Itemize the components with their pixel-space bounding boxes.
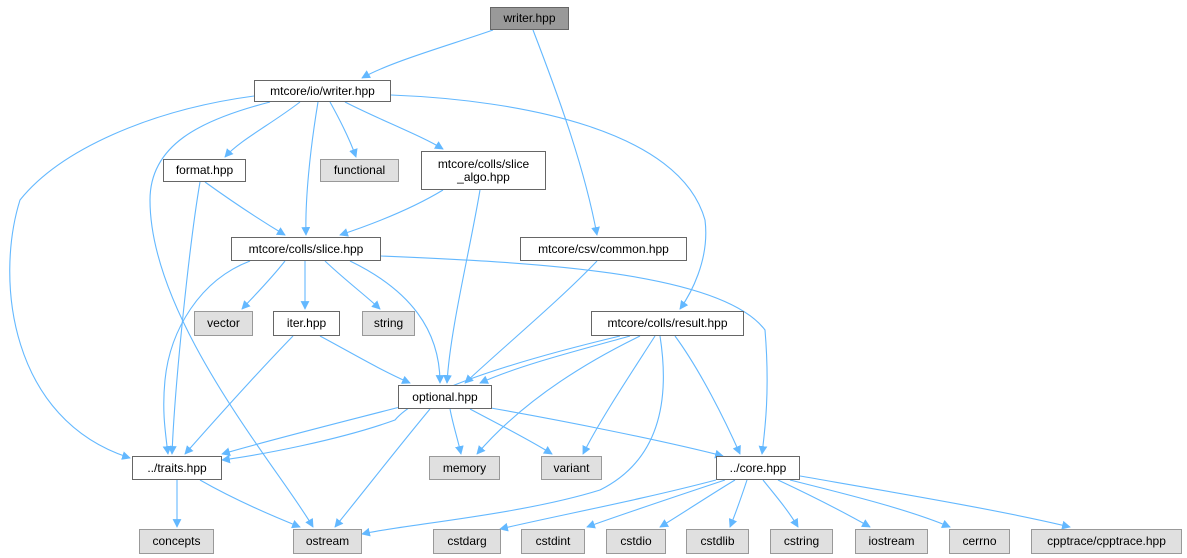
edge-format-to-slice bbox=[204, 181, 286, 236]
edge-io-writer-to-slice-algo bbox=[344, 101, 444, 150]
edge-slice-to-optional bbox=[349, 260, 445, 384]
edge-slice-to-traits bbox=[162, 260, 251, 455]
node-mtcore-colls-result-hpp[interactable]: mtcore/colls/result.hpp bbox=[591, 311, 744, 336]
node-mtcore-io-writer-hpp[interactable]: mtcore/io/writer.hpp bbox=[254, 80, 391, 102]
node-cstring: cstring bbox=[770, 529, 833, 554]
node-mtcore-csv-common-hpp[interactable]: mtcore/csv/common.hpp bbox=[520, 237, 687, 261]
edge-result-to-optional bbox=[479, 335, 631, 384]
node-optional-hpp[interactable]: optional.hpp bbox=[398, 385, 492, 409]
slice-algo-label-line2: _algo.hpp bbox=[457, 169, 510, 184]
edge-format-to-traits bbox=[167, 181, 201, 455]
node-cstdio: cstdio bbox=[606, 529, 666, 554]
edge-io-writer-to-ostream bbox=[149, 101, 314, 528]
node-iter-hpp[interactable]: iter.hpp bbox=[273, 311, 340, 336]
edge-core-to-cerrno bbox=[789, 479, 951, 528]
edge-core-to-cstdarg bbox=[499, 479, 717, 532]
edge-optional-to-traits bbox=[221, 406, 401, 457]
edge-io-writer-to-traits bbox=[9, 95, 255, 460]
node-cstdarg: cstdarg bbox=[433, 529, 501, 554]
edge-slice-to-string bbox=[324, 260, 381, 310]
node-mtcore-colls-slice-hpp[interactable]: mtcore/colls/slice.hpp bbox=[231, 237, 381, 261]
node-ostream: ostream bbox=[293, 529, 362, 554]
edge-result-to-traits bbox=[221, 335, 621, 464]
node-format-hpp[interactable]: format.hpp bbox=[163, 159, 246, 182]
node-traits-hpp[interactable]: ../traits.hpp bbox=[132, 456, 222, 480]
node-memory: memory bbox=[429, 456, 500, 480]
edge-core-to-iostream bbox=[777, 479, 871, 528]
node-concepts: concepts bbox=[139, 529, 214, 554]
node-cpptrace-hpp: cpptrace/cpptrace.hpp bbox=[1031, 529, 1182, 554]
edge-io-writer-to-functional bbox=[329, 101, 358, 158]
edge-core-to-cpptrace bbox=[799, 475, 1071, 530]
node-functional: functional bbox=[320, 159, 399, 182]
edge-io-writer-to-slice bbox=[301, 101, 319, 236]
edge-result-to-memory bbox=[476, 335, 641, 455]
edge-iter-to-traits bbox=[184, 335, 294, 455]
edge-slice-algo-to-optional bbox=[443, 189, 481, 384]
edge-csv-common-to-optional bbox=[464, 260, 598, 384]
edge-slice-to-core bbox=[380, 255, 768, 455]
edge-core-to-cstdio bbox=[659, 479, 736, 528]
edge-result-to-core bbox=[674, 335, 741, 455]
node-core-hpp[interactable]: ../core.hpp bbox=[716, 456, 800, 480]
edge-core-to-cstdlib bbox=[728, 479, 748, 528]
edge-result-to-ostream bbox=[361, 335, 664, 537]
node-vector: vector bbox=[194, 311, 253, 336]
node-cerrno: cerrno bbox=[949, 529, 1010, 554]
node-string: string bbox=[362, 311, 415, 336]
edge-optional-to-variant bbox=[469, 408, 553, 455]
edge-slice-algo-to-slice bbox=[339, 189, 444, 237]
edge-io-writer-to-result bbox=[390, 94, 707, 310]
edge-io-writer-to-format bbox=[224, 101, 301, 158]
node-cstdint: cstdint bbox=[521, 529, 585, 554]
edge-writer-to-io-writer bbox=[361, 29, 494, 79]
edge-optional-to-memory bbox=[449, 408, 464, 455]
node-mtcore-colls-slice-algo-hpp[interactable]: mtcore/colls/slice _algo.hpp bbox=[421, 151, 546, 190]
edge-writer-to-csv-common bbox=[532, 29, 600, 236]
slice-algo-label-line1: mtcore/colls/slice bbox=[437, 156, 530, 171]
node-writer-hpp: writer.hpp bbox=[490, 7, 569, 30]
node-iostream: iostream bbox=[855, 529, 928, 554]
edge-core-to-cstdint bbox=[586, 479, 726, 529]
edge-iter-to-optional bbox=[319, 335, 411, 384]
edge-optional-to-core bbox=[484, 406, 724, 459]
edge-core-to-cstring bbox=[762, 479, 799, 528]
node-cstdlib: cstdlib bbox=[686, 529, 749, 554]
edge-result-to-variant bbox=[582, 335, 656, 455]
node-variant: variant bbox=[541, 456, 602, 480]
edge-slice-to-vector bbox=[241, 260, 286, 310]
edge-optional-to-ostream bbox=[334, 408, 431, 528]
edge-traits-to-ostream bbox=[199, 479, 301, 529]
